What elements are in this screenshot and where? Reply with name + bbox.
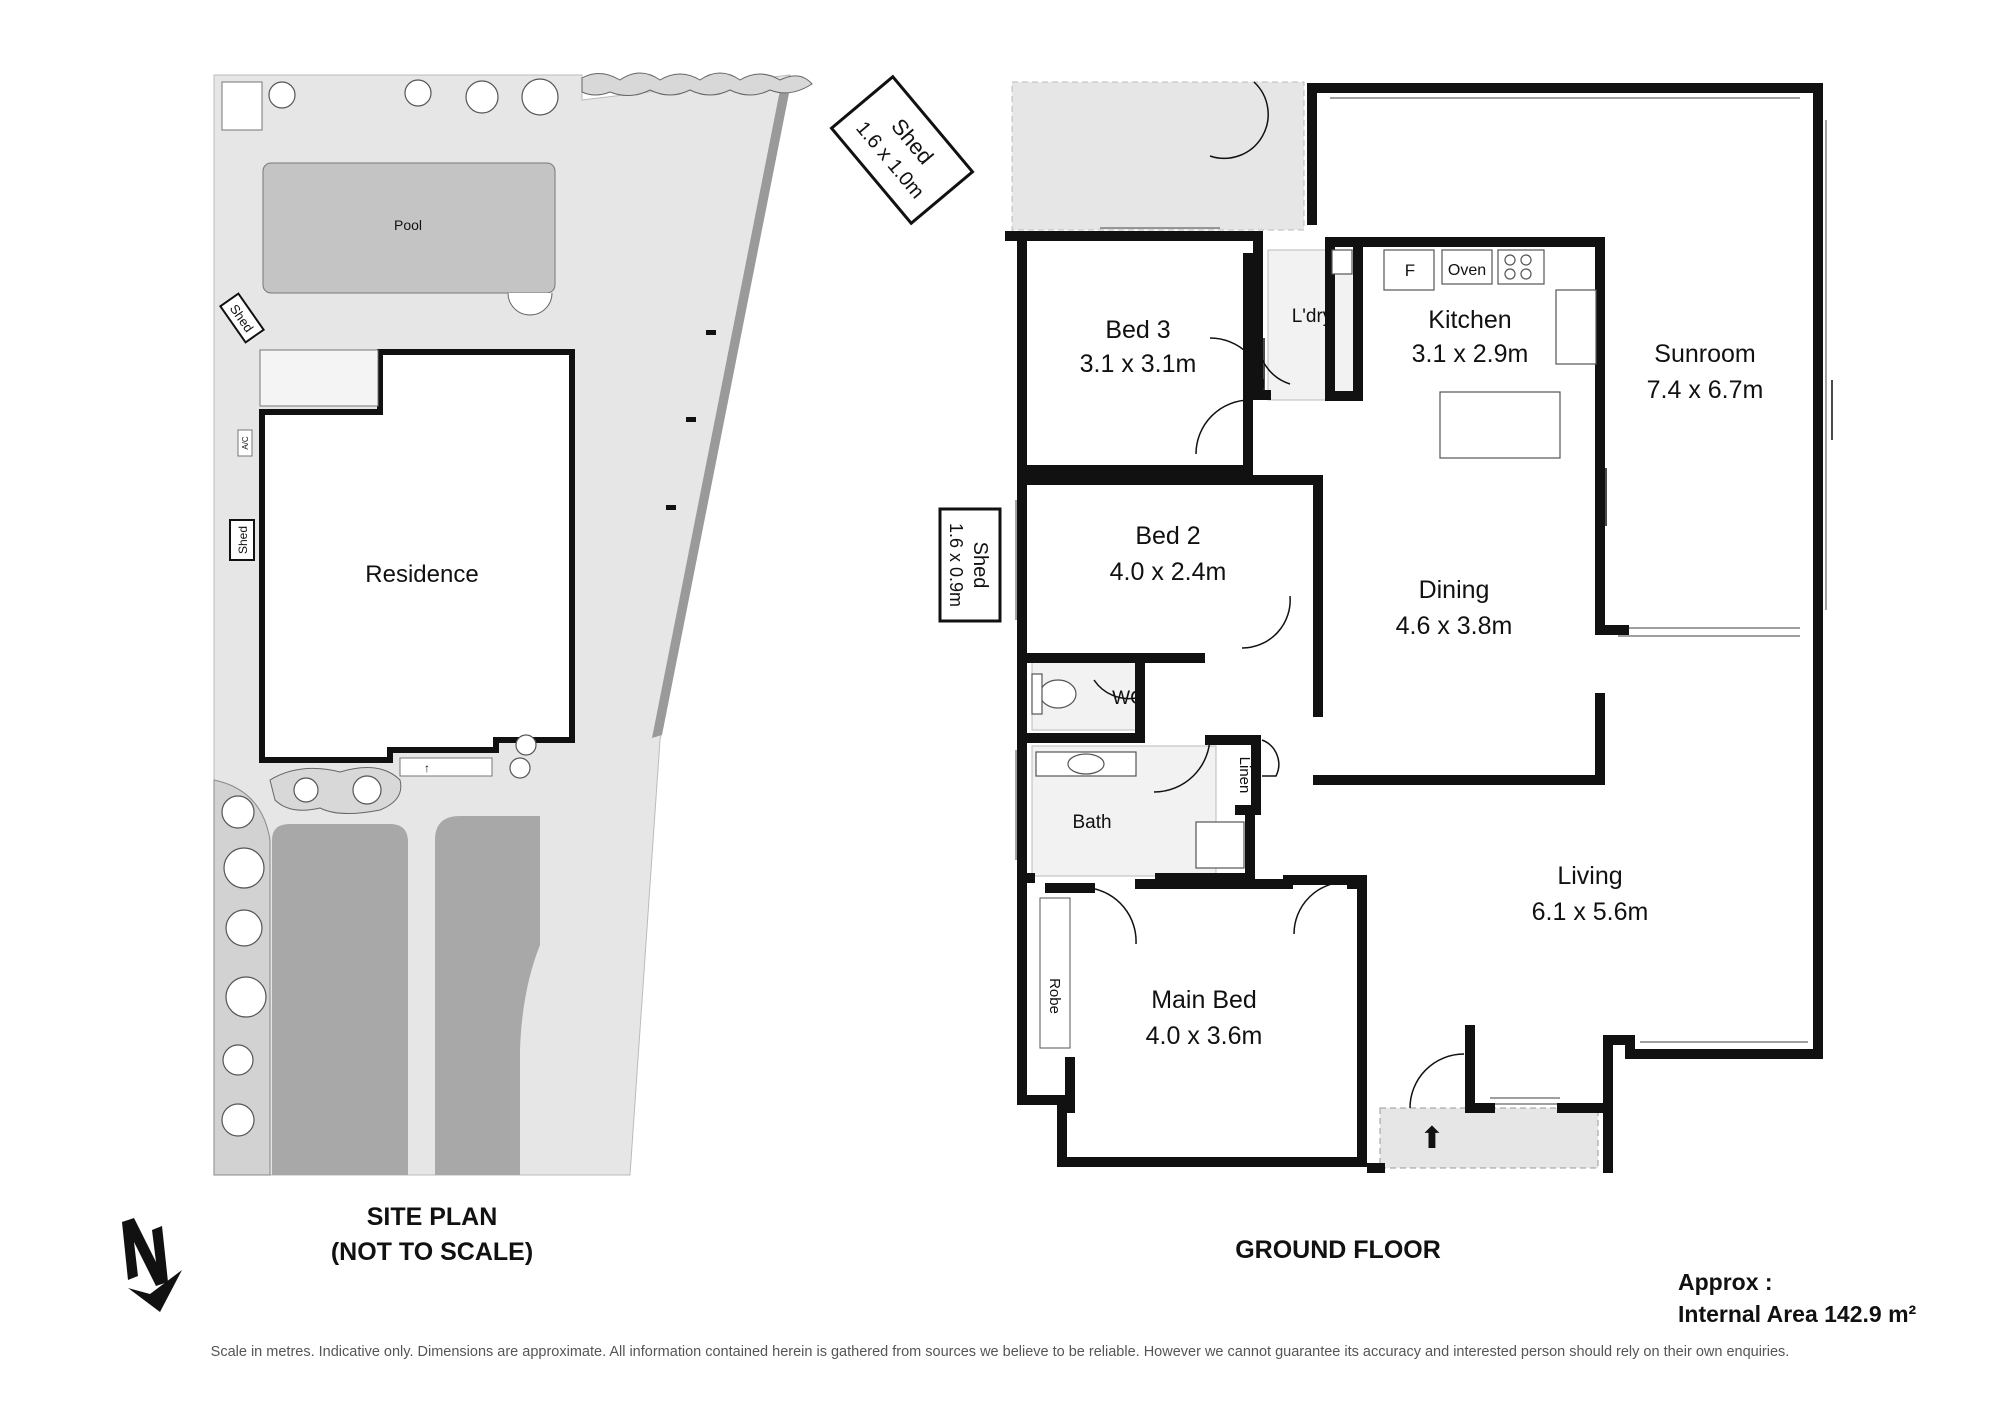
left-shed-name: Shed: [969, 542, 991, 589]
bed2-dim: 4.0 x 2.4m: [1110, 558, 1227, 586]
residence-porch: [259, 349, 379, 407]
sunroom-name: Sunroom: [1654, 340, 1755, 368]
site-box-tl: [221, 81, 263, 131]
sunroom-dim: 7.4 x 6.7m: [1647, 376, 1764, 404]
disclaimer: Scale in metres. Indicative only. Dimens…: [211, 1344, 1790, 1360]
dining-name: Dining: [1419, 576, 1490, 604]
ground-floor: ⬆: [829, 74, 1833, 1264]
site-plan: Pool Shed Residence ↑ Shed A/C: [122, 72, 813, 1312]
living-name: Living: [1557, 862, 1622, 890]
north-arrow-icon: [122, 1218, 182, 1312]
dining-dim: 4.6 x 3.8m: [1396, 612, 1513, 640]
laundry-name: L'dry: [1292, 306, 1333, 327]
main-bed-name: Main Bed: [1151, 986, 1257, 1014]
ground-floor-title: GROUND FLOOR: [1235, 1236, 1441, 1264]
driveway-right: [435, 816, 540, 1175]
side-shed: [229, 519, 255, 561]
top-shed: Shed 1.6 x 1.0m: [829, 74, 975, 226]
robe: [1039, 897, 1071, 1049]
bed3-dim: 3.1 x 3.1m: [1080, 350, 1197, 378]
robe-name: Robe: [1046, 978, 1063, 1014]
site-trees-left: [221, 795, 267, 1137]
bed2-name: Bed 2: [1135, 522, 1200, 550]
ac-label: A/C: [241, 436, 250, 450]
residence-step: [399, 757, 493, 777]
site-plan-title: SITE PLAN: [367, 1203, 498, 1231]
main-bed-dim: 4.0 x 3.6m: [1146, 1022, 1263, 1050]
front-porch: [1379, 1107, 1599, 1169]
doors: [1089, 81, 1833, 1109]
kitchen-dim: 3.1 x 2.9m: [1412, 340, 1529, 368]
linen-name: Linen: [1236, 757, 1253, 794]
living-dim: 6.1 x 5.6m: [1532, 898, 1649, 926]
wc-name: WC: [1112, 688, 1144, 709]
kitchen-name: Kitchen: [1428, 306, 1511, 334]
residence-label: Residence: [365, 561, 478, 588]
area-approx: Approx :: [1678, 1269, 1773, 1295]
bed3-name: Bed 3: [1105, 316, 1170, 344]
bathroom-fixtures: [1031, 673, 1245, 869]
site-trees-front: [293, 734, 537, 805]
residence-outline: [259, 349, 575, 763]
left-shed-dim: 1.6 x 0.9m: [946, 523, 966, 607]
side-shed-label: Shed: [236, 526, 250, 554]
rear-patio: [1011, 81, 1305, 231]
driveway-left: [272, 824, 408, 1175]
bath-name: Bath: [1072, 812, 1111, 833]
fridge-label: F: [1405, 261, 1415, 280]
pool-label: Pool: [394, 217, 422, 233]
boundary-marks: [666, 330, 716, 510]
boundary-strip: [652, 78, 792, 738]
site-plan-subtitle: (NOT TO SCALE): [331, 1238, 533, 1266]
pool-area: [262, 162, 556, 294]
left-shed: Shed 1.6 x 0.9m: [938, 507, 1002, 623]
area-internal: Internal Area 142.9 m²: [1678, 1301, 1917, 1327]
front-entry-arrow: ⬆: [1419, 1122, 1444, 1155]
ac-unit: [237, 429, 253, 457]
oven-label: Oven: [1448, 262, 1486, 279]
residence-entry-arrow: ↑: [424, 761, 430, 775]
pool-steps: [507, 292, 553, 316]
hedge: [581, 72, 813, 96]
walls: [1005, 83, 1823, 1173]
kitchen-fixtures: [1331, 249, 1597, 459]
site-trees-top: [268, 78, 559, 116]
